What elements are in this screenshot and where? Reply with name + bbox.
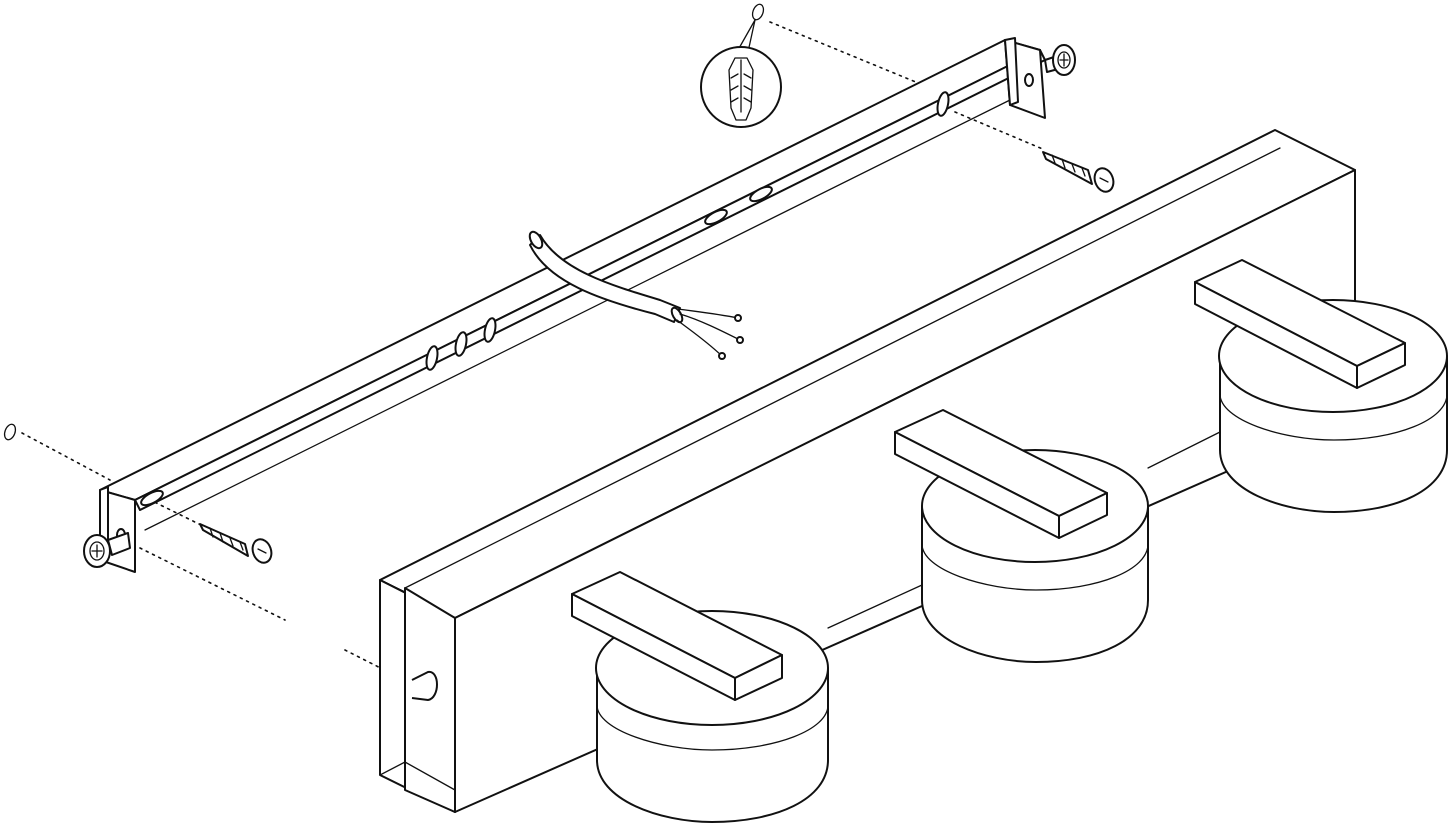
bracket-screw-left [83, 532, 131, 568]
bracket-slots [116, 73, 1034, 542]
lamp-base-line-2 [1147, 431, 1221, 469]
wall-plug-detail-callout [700, 19, 782, 128]
lamp-base-line [827, 584, 923, 629]
wall-plug-icon [728, 57, 754, 121]
wall-screw-right [1042, 151, 1115, 193]
cable-wires [676, 308, 744, 360]
wall-screw-left [199, 523, 273, 564]
wall-plug-hole-left [3, 423, 17, 441]
fixture-body [379, 129, 1356, 813]
lamp-head-right [1194, 259, 1448, 513]
power-cable [528, 230, 744, 360]
wall-plug-hole-top [751, 3, 765, 21]
lamp-head-middle [894, 409, 1149, 663]
lamp-head-left [571, 571, 829, 823]
bracket-screw-right [1044, 44, 1076, 76]
